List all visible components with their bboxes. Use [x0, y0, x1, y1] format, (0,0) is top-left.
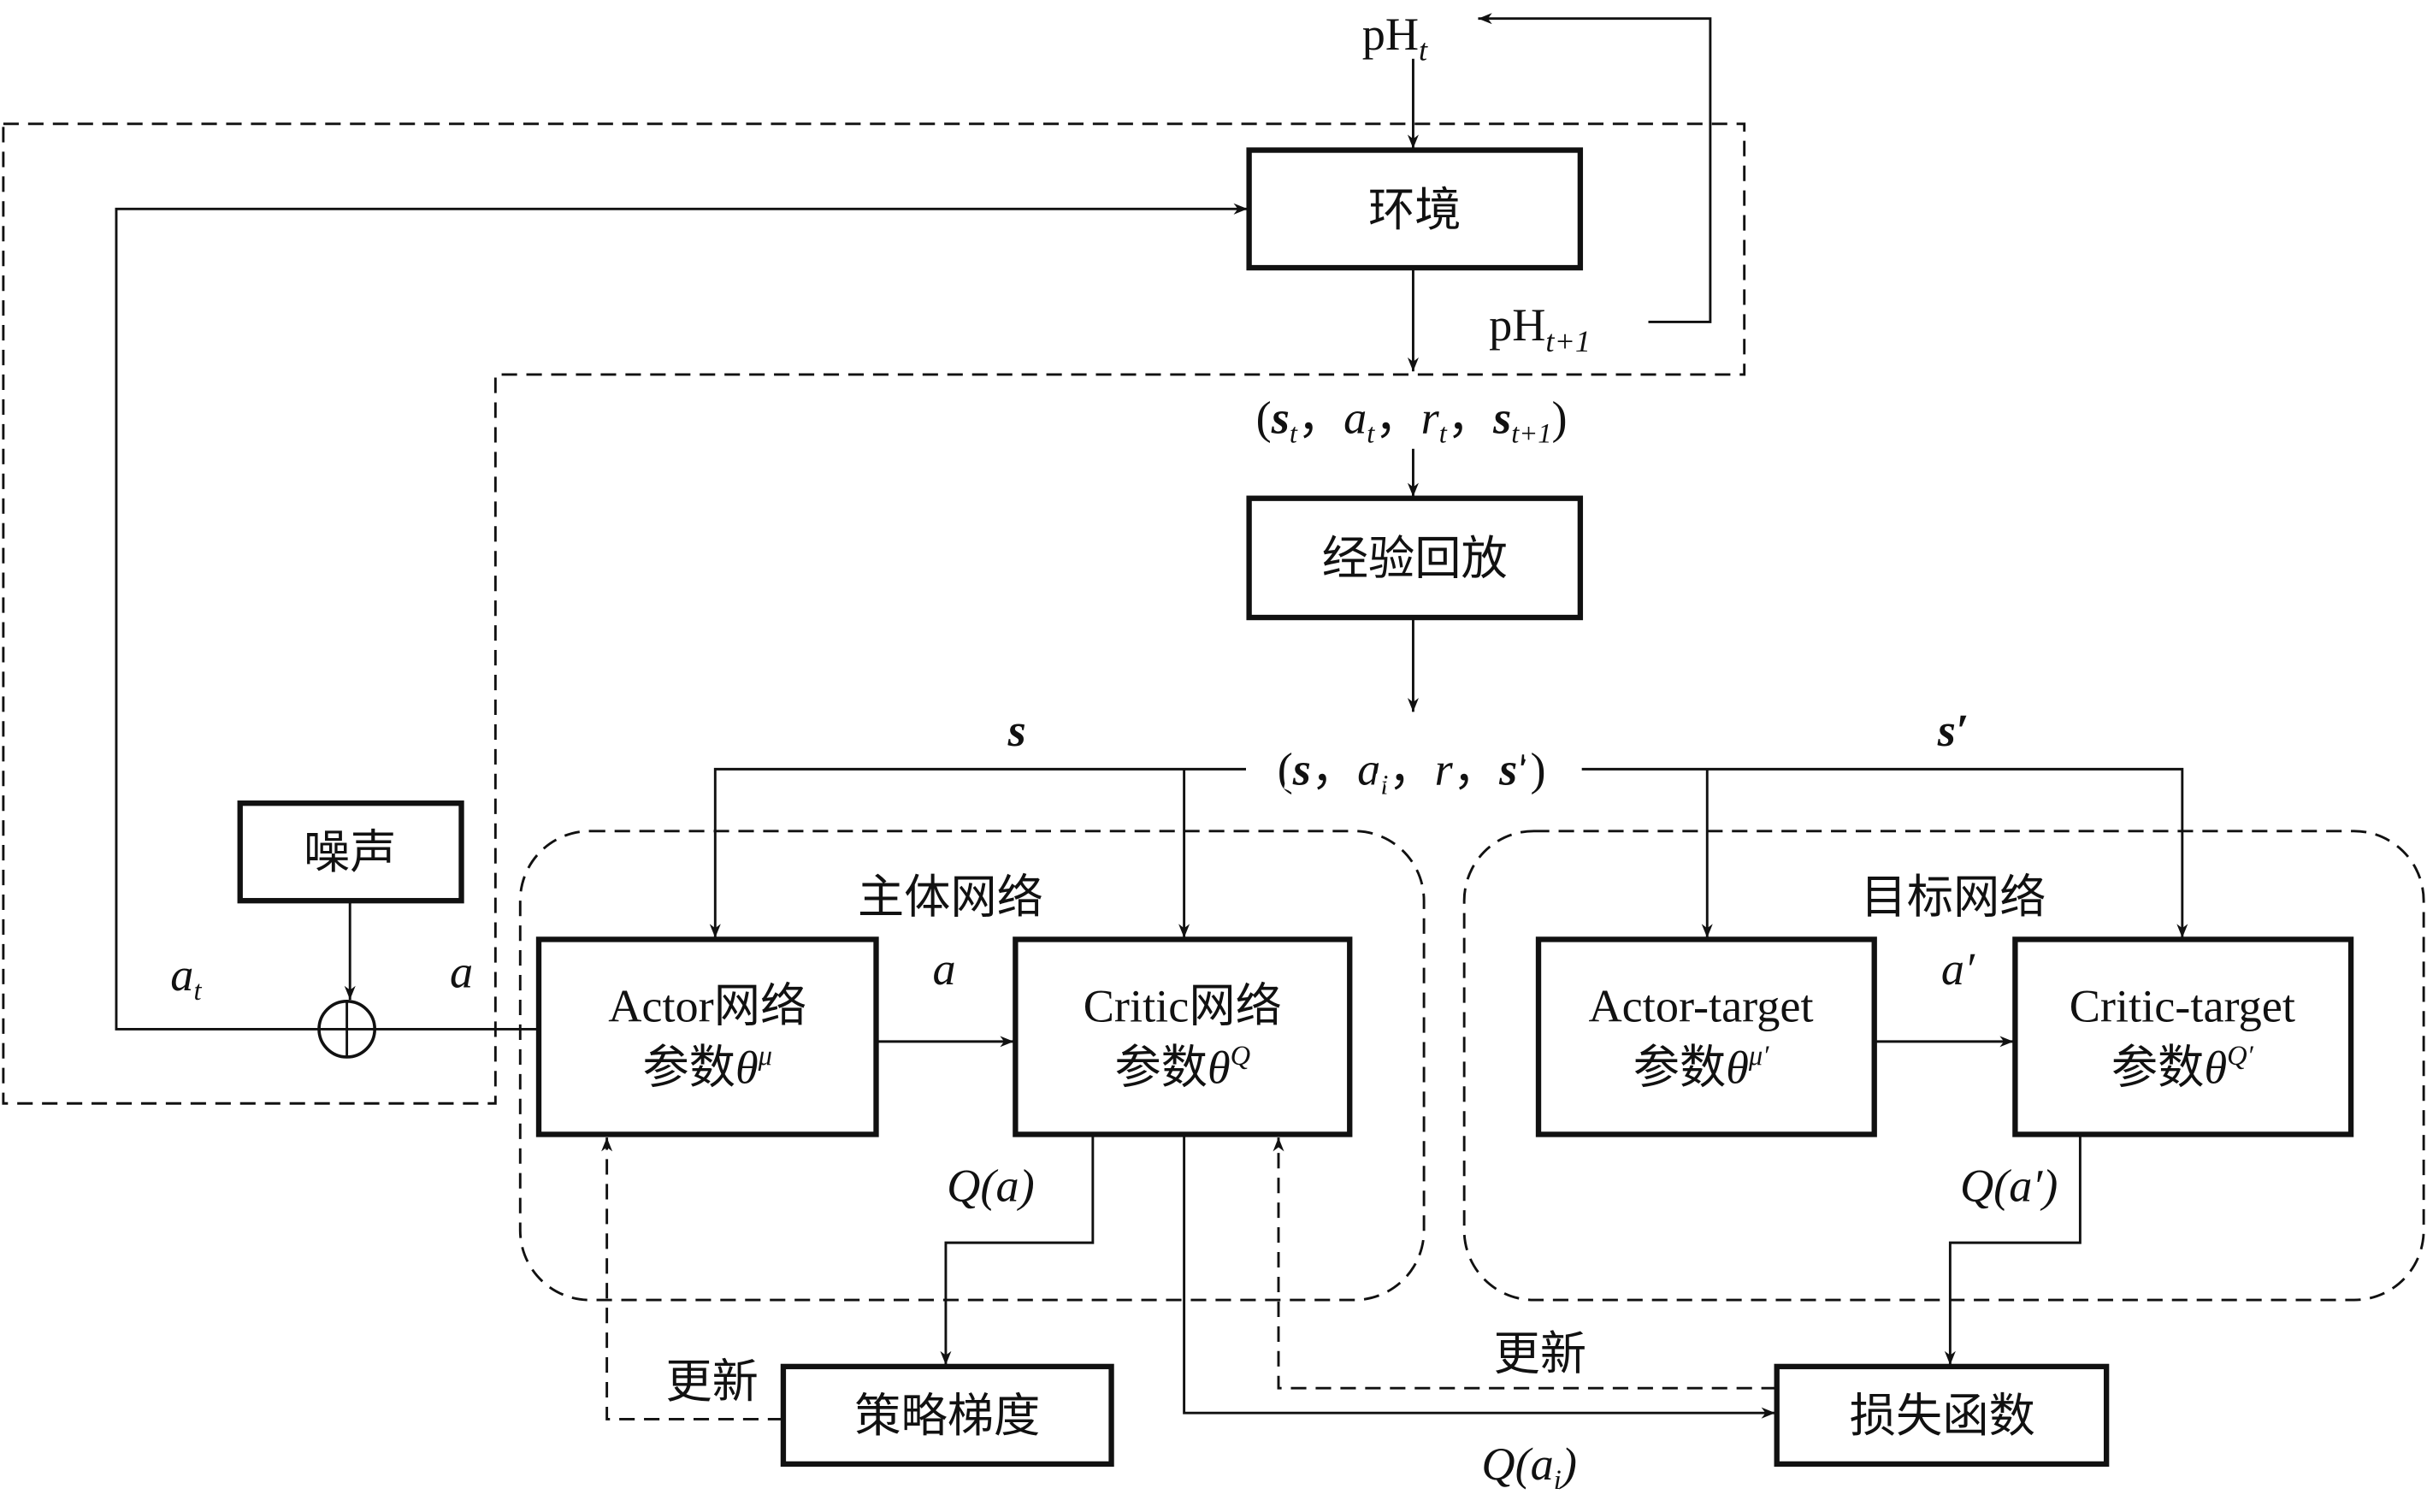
environment-box: 环境	[1246, 147, 1584, 271]
sum-junction-icon	[317, 1000, 376, 1059]
sample-tuple: (s，ai，r，s′)	[1278, 743, 1546, 800]
environment-interaction-region	[2, 122, 1746, 1105]
target-action-label: a′	[1941, 943, 1975, 995]
main-network-group	[518, 830, 1426, 1302]
experience-replay-box: 经验回放	[1246, 495, 1584, 621]
svg-text:Actor-target: Actor-target	[1588, 980, 1813, 1031]
action-noise-label: a	[450, 947, 473, 998]
q-a-label: Q(a)	[947, 1160, 1034, 1211]
policy-gradient-box: 策略梯度	[780, 1363, 1114, 1468]
transition-tuple: (st，at，rt，st+1)	[1256, 393, 1568, 450]
actor-network-box: Actor网络 参数θμ	[535, 936, 879, 1137]
svg-text:噪声: 噪声	[304, 827, 397, 878]
svg-text:Actor网络: Actor网络	[608, 980, 806, 1031]
svg-text:损失函数: 损失函数	[1850, 1391, 2035, 1442]
q-ai-label: Q(ai)	[1481, 1438, 1577, 1496]
actor-update-label: 更新	[665, 1356, 759, 1408]
target-network-label: 目标网络	[1860, 872, 2046, 924]
svg-text:环境: 环境	[1368, 185, 1462, 236]
critic-target-box: Critic-target 参数θQ′	[2012, 936, 2354, 1137]
action-actor-label: a	[933, 943, 956, 995]
main-network-label: 主体网络	[858, 872, 1043, 924]
critic-update-label: 更新	[1494, 1329, 1587, 1380]
svg-text:经验回放: 经验回放	[1322, 533, 1508, 584]
state-label: s	[1007, 705, 1026, 756]
svg-text:参数θQ′: 参数θQ′	[2111, 1041, 2254, 1094]
svg-text:Critic网络: Critic网络	[1084, 980, 1282, 1031]
q-a-prime-label: Q(a′)	[1960, 1160, 2058, 1211]
target-network-group	[1462, 830, 2425, 1302]
noise-box: 噪声	[237, 800, 464, 904]
critic-network-box: Critic网络 参数θQ	[1013, 936, 1353, 1137]
svg-text:参数θμ: 参数θμ	[642, 1041, 772, 1094]
action-t-label: at	[170, 949, 202, 1007]
actor-target-box: Actor-target 参数θμ′	[1535, 936, 1877, 1137]
next-state-label: s′	[1937, 705, 1969, 756]
svg-text:参数θμ′: 参数θμ′	[1633, 1041, 1770, 1094]
connectors	[115, 13, 2188, 1420]
ph-t1-label: pHt+1	[1489, 299, 1591, 358]
svg-text:策略梯度: 策略梯度	[854, 1391, 1040, 1442]
svg-text:Critic-target: Critic-target	[2070, 980, 2295, 1031]
ph-t-label: pHt	[1362, 9, 1428, 68]
loss-function-box: 损失函数	[1774, 1363, 2110, 1468]
svg-text:参数θQ: 参数θQ	[1114, 1041, 1250, 1094]
